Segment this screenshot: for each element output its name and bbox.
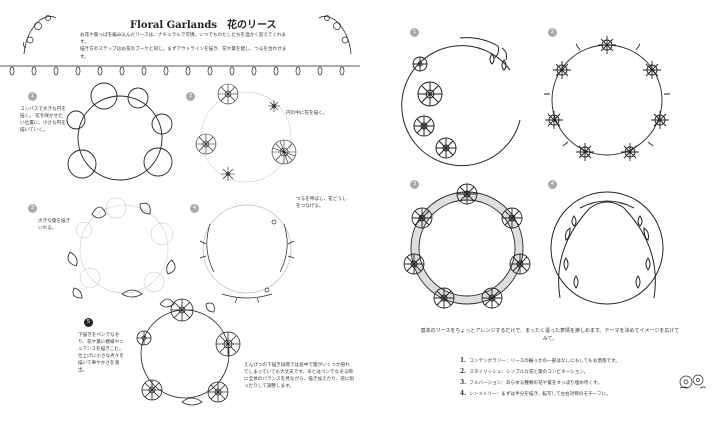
intro-line-2: 描き方のステップはお花のブーケと同じ。まずアウトラインを描き、花や葉を配し、つる… — [80, 47, 287, 60]
legend-list: 1.コンテンポラリー：リースの輪っかの一部はなしにもしてもお洒落です。 2.スタ… — [460, 356, 700, 400]
step-3-text: 大きな葉を描きいれる。 — [38, 219, 71, 231]
step-5-number: 5 — [84, 318, 93, 327]
legend-item-text: スタイリッシュ：シンプルな花と葉のコンビネーション。 — [469, 370, 589, 375]
corner-flourish-right-icon — [318, 15, 352, 55]
example-2-stylish-wreath — [544, 36, 670, 161]
page-title: Floral Garlands 花のリース — [130, 20, 277, 31]
step-5-text: 下描きをペンでなぞり、花や葉に模様やニュアンスを描きこむ。仕上げに小さな点々を描… — [78, 333, 124, 373]
tip-text: えんぴつの下描き段階では途中で葉がいくつか隠れてしまっていても大丈夫です。あとは… — [244, 363, 354, 389]
step-2-flowers-drawing — [195, 83, 297, 183]
legend-item-number: 4. — [460, 390, 467, 397]
step-1-number: 1 — [28, 92, 37, 101]
legend-item: 2.スタイリッシュ：シンプルな花と葉のコンビネーション。 — [460, 367, 700, 378]
step-1-circles-drawing — [66, 82, 173, 181]
intro-line-1: お花や葉っぱを編み込んだリースは、ナチュラルで可憐。いつでもわたしたちを温かく迎… — [80, 33, 287, 46]
legend-item: 4.シンメトリー：まずは半分を描き、転写して左右対称のモチーフに。 — [460, 389, 700, 400]
step-2-text: 円の中に花を描く。 — [286, 111, 328, 116]
example-1-number: 1 — [410, 28, 419, 37]
right-page: 1 2 3 — [360, 0, 721, 424]
example-2-number: 2 — [548, 28, 557, 37]
legend-item: 1.コンテンポラリー：リースの輪っかの一部はなしにもしてもお洒落です。 — [460, 356, 700, 367]
legend-item-text: コンテンポラリー：リースの輪っかの一部はなしにもしてもお洒落です。 — [469, 359, 620, 364]
legend-item-number: 1. — [460, 357, 467, 364]
legend-item-text: シンメトリー：まずは半分を描き、転写して左右対称のモチーフに。 — [469, 392, 611, 397]
step-1-text: コンパスで大きな円を描く。 花を咲かせたい位置に、小さな円を描いていく。 — [20, 107, 66, 133]
example-4-symmetry-wreath — [550, 191, 664, 305]
example-3-number: 3 — [410, 180, 419, 189]
vine-divider-icon — [0, 65, 360, 76]
corner-flower-icon — [679, 374, 707, 389]
example-4-number: 4 — [548, 180, 557, 189]
step-3-leaves-drawing — [67, 197, 176, 299]
legend-item-number: 2. — [460, 368, 467, 375]
step-4-number: 4 — [190, 204, 199, 213]
example-1-contemporary-wreath — [401, 37, 521, 167]
intro-text: お花や葉っぱを編み込んだリースは、ナチュラルで可憐。いつでもわたしたちを温かく迎… — [80, 32, 290, 61]
step-5-final-wreath-drawing — [136, 298, 241, 406]
step-4-vines-drawing — [199, 204, 295, 304]
left-page: Floral Garlands 花のリース お花や葉っぱを編み込んだリースは、ナ… — [0, 0, 360, 424]
step-4-text: つるを伸ばし、花どうしをつなげる。 — [296, 197, 347, 209]
legend-item-text: フルバージョン：あらゆる種類の花や葉をすっぽり埋め尽くす。 — [469, 381, 602, 386]
legend-item-number: 3. — [460, 379, 467, 386]
step-3-number: 3 — [28, 204, 37, 213]
example-3-full-wreath — [403, 183, 531, 309]
legend-item: 3.フルバージョン：あらゆる種類の花や葉をすっぽり埋め尽くす。 — [460, 378, 700, 389]
step-2-number: 2 — [186, 92, 195, 101]
right-caption: 基本のリースをちょっとアレンジするだけで、まったく違った表情を楽しめます。テーマ… — [420, 328, 680, 342]
corner-flourish-left-icon — [22, 15, 57, 55]
